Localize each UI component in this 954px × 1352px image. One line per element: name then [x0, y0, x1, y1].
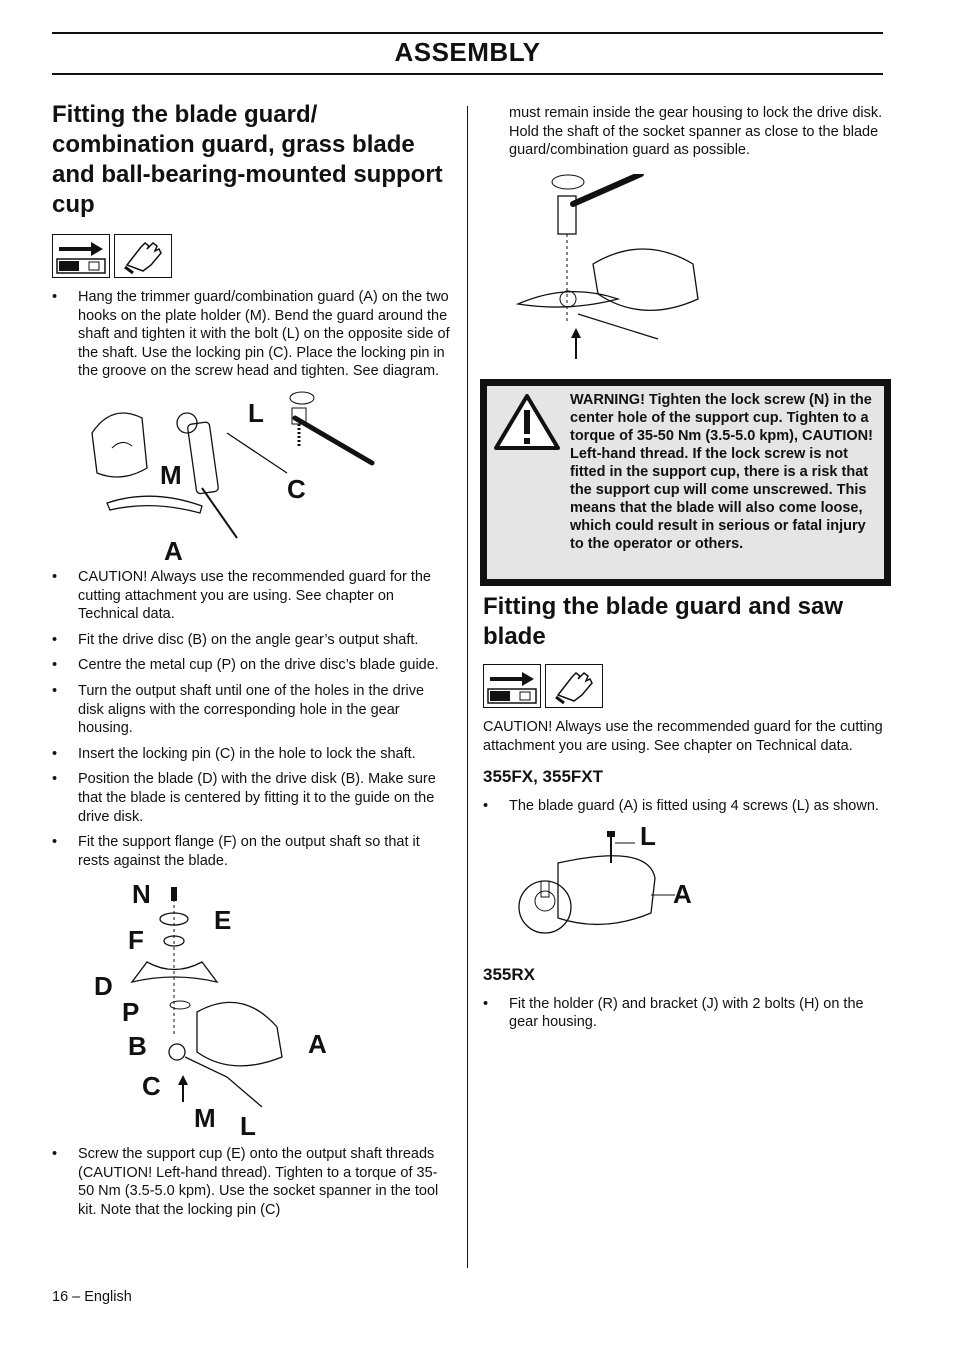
fig2-label-m: M — [194, 1103, 216, 1134]
fig4-label-a: A — [673, 878, 692, 909]
list-item: CAUTION! Always use the recommended guar… — [52, 568, 452, 624]
list-item: Turn the output shaft until one of the h… — [52, 682, 452, 738]
list-item: Fit the support flange (F) on the output… — [52, 833, 452, 870]
figure-guard-mounting: L M C A — [52, 388, 452, 564]
warning-box-inner: WARNING! Tighten the lock screw (N) in t… — [487, 386, 884, 579]
list-item: Centre the metal cup (P) on the drive di… — [52, 656, 452, 675]
protective-gloves-icon — [114, 234, 172, 278]
instruction-list-3: Screw the support cup (E) onto the outpu… — [52, 1145, 452, 1219]
warning-text: WARNING! Tighten the lock screw (N) in t… — [570, 392, 873, 552]
right-column-lower: Fitting the blade guard and saw blade CA… — [483, 592, 883, 1039]
fig1-label-c: C — [287, 473, 306, 504]
fig4-label-l: L — [640, 820, 656, 851]
continuation-text: must remain inside the gear housing to l… — [509, 105, 883, 159]
protective-gloves-icon — [545, 664, 603, 708]
model-subheading-355fx: 355FX, 355FXT — [483, 767, 604, 787]
list-item: Screw the support cup (E) onto the outpu… — [52, 1145, 452, 1219]
blade-guard-screws-diagram — [518, 830, 675, 934]
fig1-label-m: M — [160, 459, 182, 490]
fig1-label-a: A — [164, 535, 183, 566]
fig2-label-f: F — [128, 925, 144, 956]
left-heading: Fitting the blade guard/ combination gua… — [52, 101, 443, 218]
symbol-icons — [52, 234, 452, 278]
instruction-list-355fx: The blade guard (A) is fitted using 4 sc… — [483, 797, 883, 816]
figure-blade-guard-screws: L A — [483, 823, 883, 963]
list-item: Fit the holder (R) and bracket (J) with … — [483, 995, 883, 1032]
figure-socket-spanner — [483, 170, 883, 374]
warning-box: WARNING! Tighten the lock screw (N) in t… — [480, 379, 891, 586]
symbol-icons-2 — [483, 664, 883, 708]
warning-triangle-icon — [494, 394, 560, 450]
fig1-label-l: L — [248, 397, 264, 428]
model-subheading-355rx: 355RX — [483, 964, 535, 984]
guard-mounting-diagram — [91, 391, 375, 539]
fig2-label-p: P — [122, 997, 140, 1028]
list-item: Insert the locking pin (C) in the hole t… — [52, 745, 452, 764]
right-heading: Fitting the blade guard and saw blade — [483, 593, 844, 650]
fig2-label-l: L — [240, 1111, 256, 1142]
read-manual-icon — [483, 664, 541, 708]
header-top-rule — [52, 32, 883, 34]
instruction-list-355rx: Fit the holder (R) and bracket (J) with … — [483, 995, 883, 1032]
fig2-label-a: A — [308, 1029, 327, 1060]
fig2-label-c: C — [142, 1071, 161, 1102]
page-footer: 16 – English — [52, 1289, 132, 1305]
list-item: Position the blade (D) with the drive di… — [52, 770, 452, 826]
left-column: Fitting the blade guard/ combination gua… — [52, 100, 452, 1227]
right-column: must remain inside the gear housing to l… — [483, 100, 883, 374]
fig2-label-e: E — [214, 905, 232, 936]
list-item: Fit the drive disc (B) on the angle gear… — [52, 631, 452, 650]
fig2-label-d: D — [94, 971, 113, 1002]
section-title: ASSEMBLY — [394, 37, 541, 67]
figure-blade-assembly: N E F D P B A C M L — [52, 877, 452, 1139]
read-manual-icon — [52, 234, 110, 278]
header-bottom-rule — [52, 73, 883, 75]
instruction-list-2: CAUTION! Always use the recommended guar… — [52, 568, 452, 870]
instruction-list-1: Hang the trimmer guard/combination guard… — [52, 288, 452, 381]
socket-spanner-diagram — [515, 170, 699, 359]
fig2-label-b: B — [128, 1031, 147, 1062]
column-divider — [467, 106, 468, 1268]
list-item: The blade guard (A) is fitted using 4 sc… — [483, 797, 883, 816]
caution-text: CAUTION! Always use the recommended guar… — [483, 719, 883, 754]
list-item: Hang the trimmer guard/combination guard… — [52, 288, 452, 381]
blade-assembly-diagram — [130, 887, 283, 1108]
fig2-label-n: N — [132, 879, 151, 910]
